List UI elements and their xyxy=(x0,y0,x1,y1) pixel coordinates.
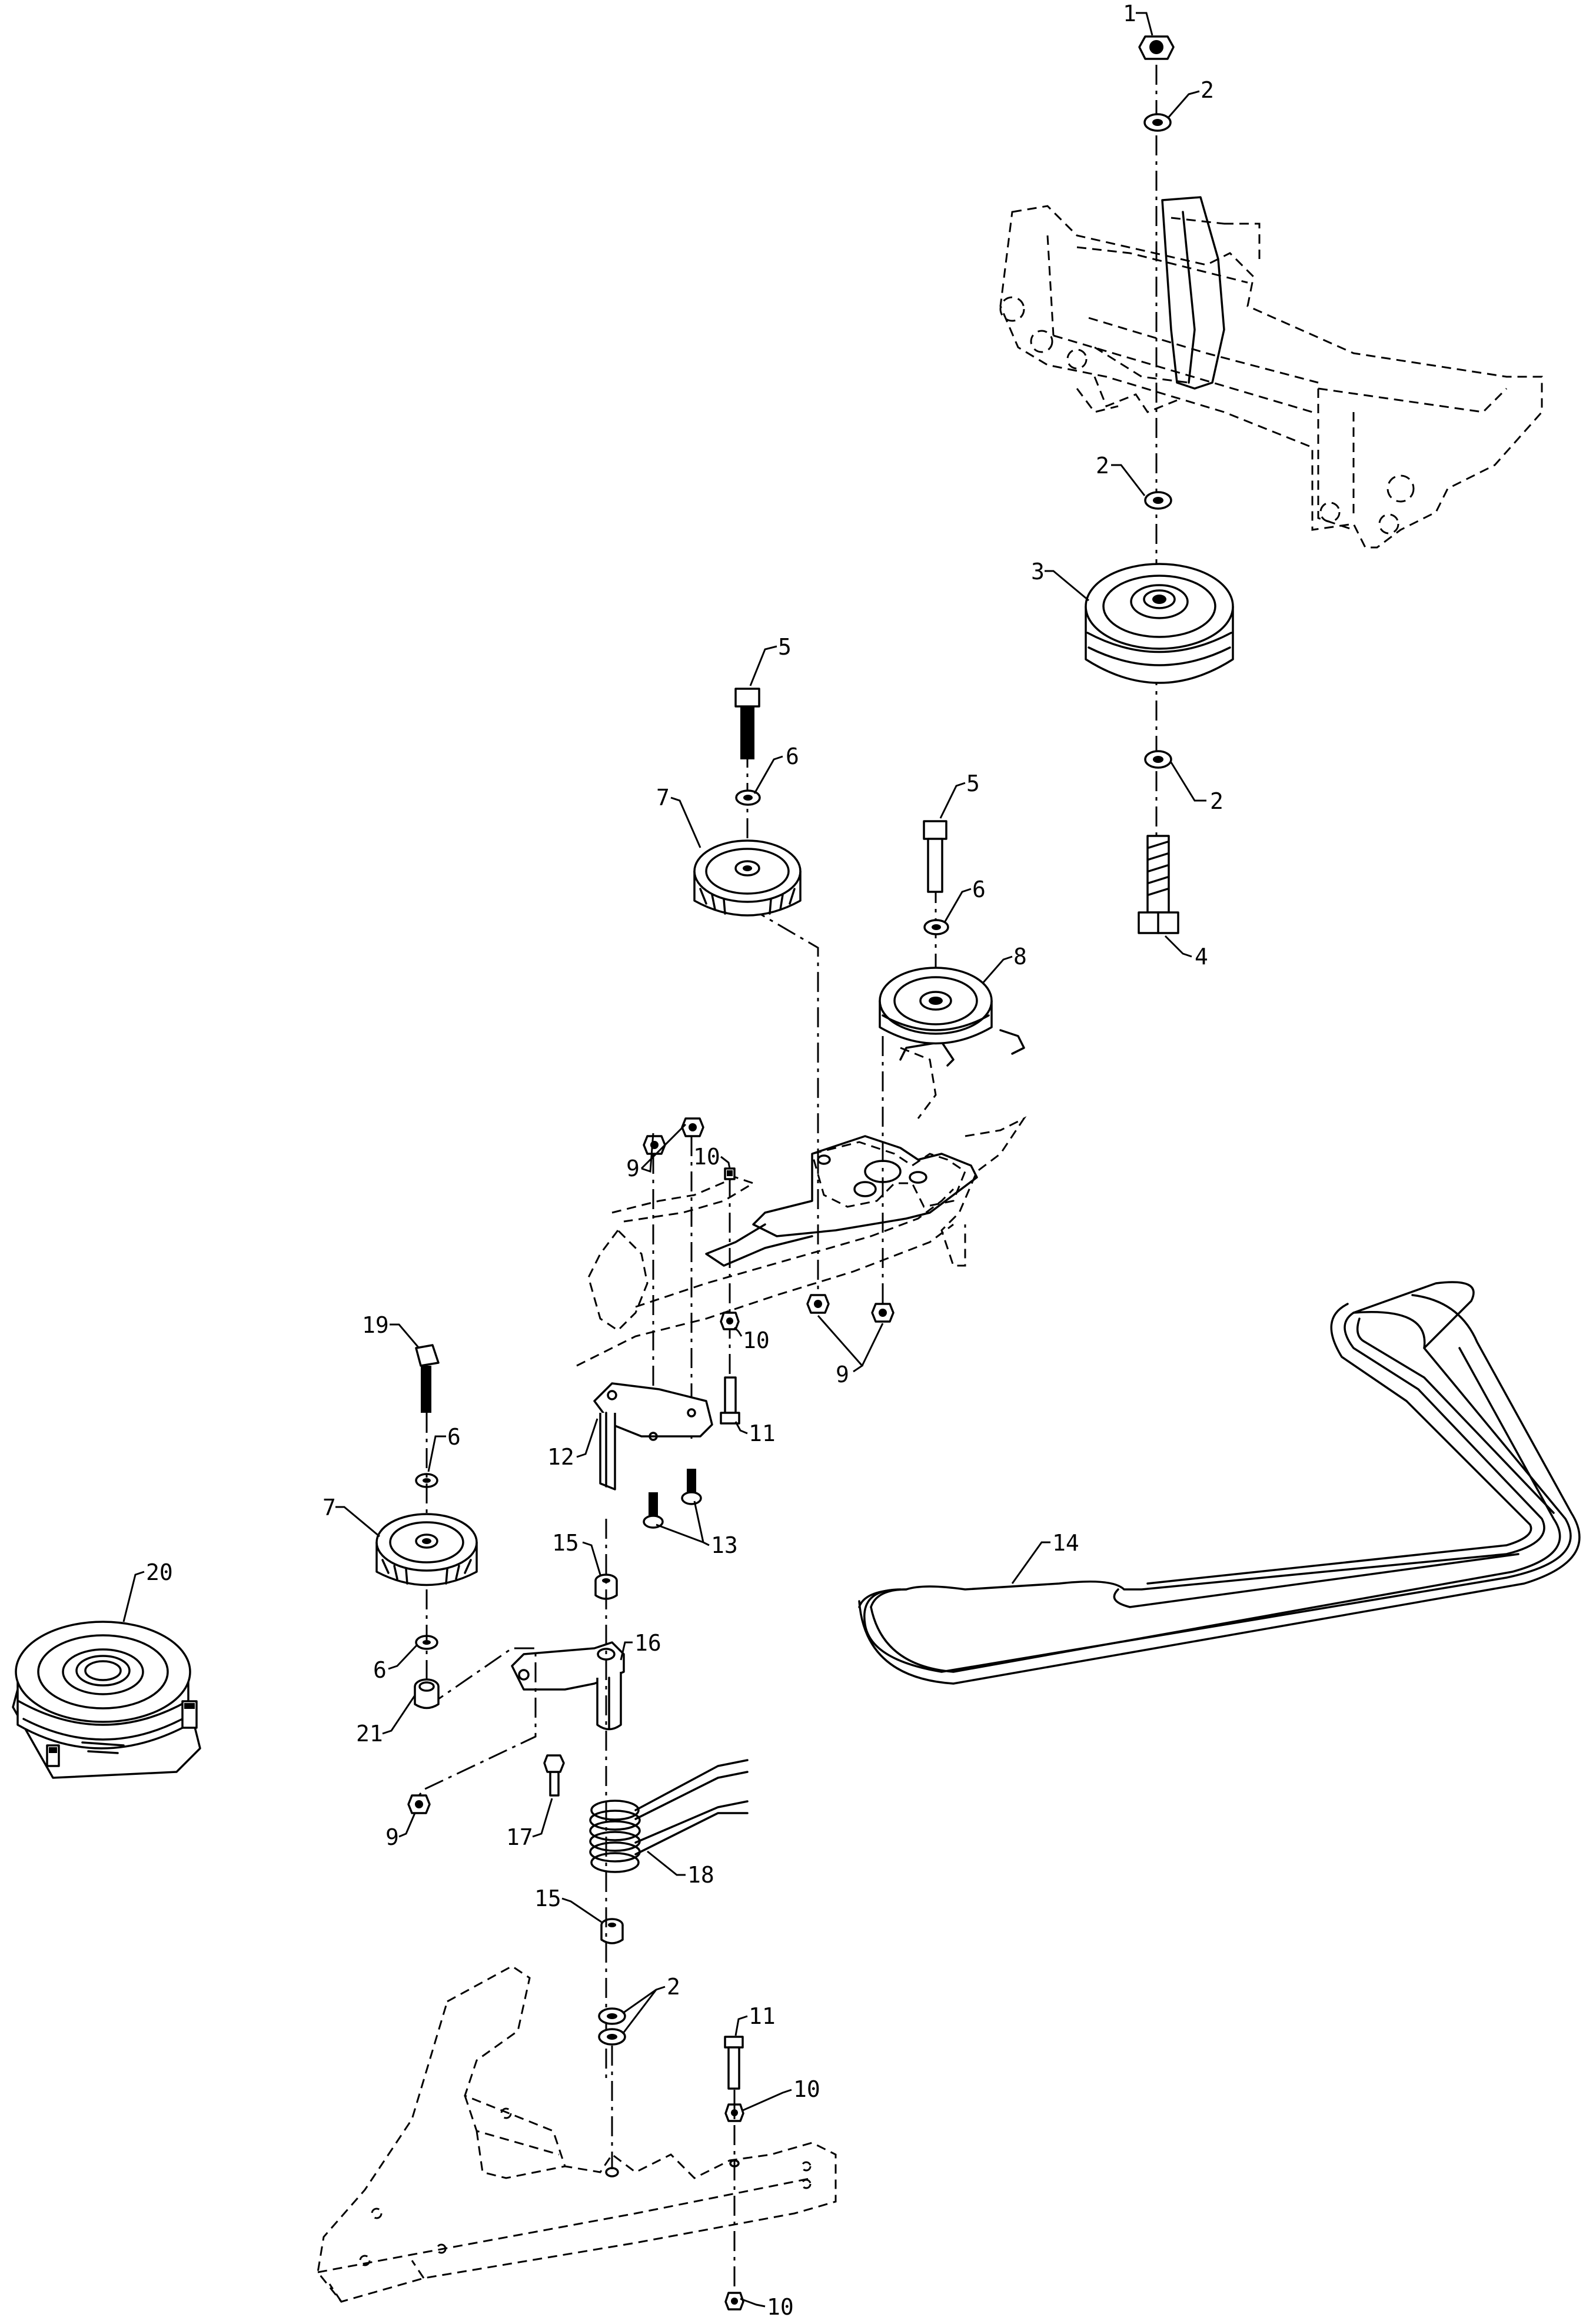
part-17-bolt xyxy=(543,1754,565,1797)
callout-6: 6 xyxy=(972,877,986,902)
callout-9: 9 xyxy=(385,1824,399,1850)
part-10-nut-c xyxy=(724,2103,744,2122)
callout-11: 11 xyxy=(749,2003,776,2029)
part-3-double-pulley xyxy=(1085,563,1234,684)
part-15-spacer-bottom xyxy=(600,1918,624,1944)
callout-10: 10 xyxy=(767,2294,794,2317)
callout-4: 4 xyxy=(1195,944,1208,970)
callout-7: 7 xyxy=(322,1495,336,1521)
part-4-bolt xyxy=(1138,835,1179,934)
part-11-bolt-b xyxy=(724,2036,744,2090)
part-12-bracket-plate xyxy=(593,1382,713,1491)
callout-10: 10 xyxy=(793,2076,820,2102)
callout-9: 9 xyxy=(626,1156,640,1181)
callout-3: 3 xyxy=(1031,559,1045,585)
part-8-v-pulley xyxy=(879,967,993,1045)
callout-17: 17 xyxy=(506,1824,533,1850)
idler-bracket xyxy=(576,1029,1027,1367)
callout-15: 15 xyxy=(552,1530,579,1556)
callout-18: 18 xyxy=(687,1862,714,1888)
lower-mount-plate xyxy=(317,1965,837,2303)
callout-20: 20 xyxy=(146,1559,173,1585)
part-5-bolt-right xyxy=(923,820,947,893)
callout-6: 6 xyxy=(373,1657,387,1683)
callout-14: 14 xyxy=(1052,1530,1079,1556)
part-19-bolt xyxy=(415,1344,440,1413)
leader-lines xyxy=(122,12,1206,2308)
callout-8: 8 xyxy=(1013,944,1027,970)
part-7-idler-pulley-lower xyxy=(375,1513,478,1586)
callout-7: 7 xyxy=(656,785,670,811)
part-5-bolt-left xyxy=(734,688,760,759)
callout-19: 19 xyxy=(362,1312,389,1338)
part-10-nut-b xyxy=(720,1312,740,1330)
part-1-nut xyxy=(1138,35,1175,60)
callout-6: 6 xyxy=(786,743,799,769)
callout-1: 1 xyxy=(1123,1,1136,26)
callout-13: 13 xyxy=(711,1532,738,1558)
callout-12: 12 xyxy=(547,1444,574,1470)
part-16-idler-arm xyxy=(511,1641,625,1731)
part-20-electric-clutch xyxy=(12,1621,201,1779)
part-10-nut-a xyxy=(724,1167,736,1180)
part-14-belt xyxy=(858,1281,1581,1685)
part-18-spring xyxy=(589,1759,749,1873)
callout-6: 6 xyxy=(447,1424,461,1450)
part-10-nut-d xyxy=(724,2292,744,2311)
callout-10: 10 xyxy=(693,1144,720,1170)
callout-9: 9 xyxy=(836,1362,849,1387)
part-9-nut-d xyxy=(871,1303,895,1323)
callout-5: 5 xyxy=(778,634,792,660)
callout-10: 10 xyxy=(743,1327,770,1353)
callout-11: 11 xyxy=(749,1420,776,1446)
part-9-nut-c xyxy=(806,1294,830,1314)
part-11-bolt-a xyxy=(720,1376,740,1425)
callout-21: 21 xyxy=(356,1721,383,1747)
deck-frame xyxy=(999,196,1543,549)
part-9-nut-b xyxy=(681,1117,704,1137)
part-13-bolt-b xyxy=(681,1469,702,1505)
part-9-nut-e xyxy=(407,1794,431,1814)
callout-2: 2 xyxy=(1096,453,1109,479)
callout-labels: 1 2 2 3 2 4 5 6 7 5 6 8 9 10 9 10 11 12 … xyxy=(146,1,1223,2317)
part-13-bolt-a xyxy=(643,1492,664,1529)
callout-2: 2 xyxy=(1201,77,1214,103)
part-9-nut-a xyxy=(643,1135,666,1155)
part-7-idler-pulley-top xyxy=(693,839,802,917)
part-21-spacer xyxy=(414,1678,440,1709)
callout-2: 2 xyxy=(667,1974,680,2000)
callout-2: 2 xyxy=(1210,788,1223,814)
callout-16: 16 xyxy=(634,1630,661,1656)
callout-5: 5 xyxy=(966,771,980,796)
callout-15: 15 xyxy=(534,1886,561,1911)
